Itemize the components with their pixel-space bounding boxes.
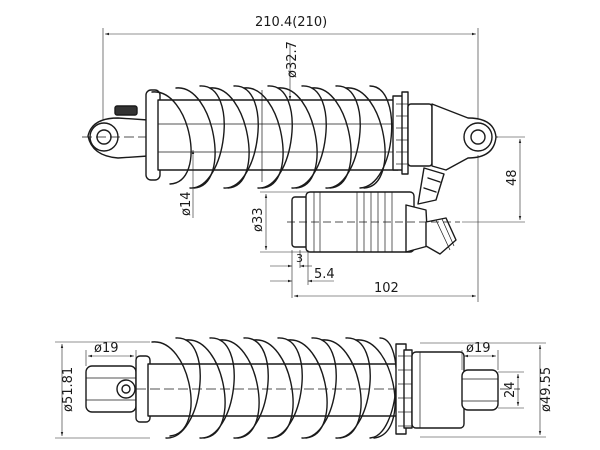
dim-5-4-label: 5.4	[314, 267, 335, 282]
bottom-preload-collar	[395, 343, 413, 435]
bottom-left-eye: ø19	[85, 341, 137, 413]
small-offset-dimensions: 3 5.4	[270, 250, 335, 298]
bottom-coil-spring	[151, 337, 398, 439]
reservoir-diameter-label: ø33	[251, 208, 266, 233]
left-eye-width-label: ø19	[94, 341, 119, 356]
left-eye-mount	[82, 105, 500, 159]
bottom-right-head: ø19	[411, 341, 499, 429]
reservoir-hose-connector	[417, 167, 445, 205]
spring-diameter-label: ø32.7	[285, 41, 300, 78]
right-head-mount	[407, 103, 497, 171]
remote-reservoir	[287, 191, 460, 255]
coil-spring	[151, 85, 393, 189]
right-eye-width-label: ø19	[466, 341, 491, 356]
preload-collar	[392, 91, 409, 175]
reservoir-offset-label: 48	[505, 169, 520, 186]
dim-3-label: 3	[296, 252, 303, 265]
damper-body	[145, 89, 399, 182]
reservoir-length-dimension: 102	[294, 155, 479, 302]
reservoir-length-label: 102	[374, 281, 399, 296]
shaft-diameter-dimension: ø14	[179, 150, 195, 218]
side-view: 210.4(210)	[82, 15, 525, 302]
overall-length-label: 210.4(210)	[255, 15, 327, 30]
top-view: ø51.81 ø49.55 ø19	[55, 337, 554, 439]
right-outer-diameter-label: ø49.55	[539, 367, 554, 412]
reservoir-offset-dimension: 48	[462, 136, 525, 223]
spring-diameter-dimension: ø32.7	[285, 41, 300, 100]
left-outer-diameter-label: ø51.81	[61, 367, 76, 412]
shaft-diameter-label: ø14	[179, 192, 194, 217]
eye-height-label: 24	[503, 381, 518, 398]
overall-length-dimension: 210.4(210)	[102, 15, 479, 135]
eye-height-dimension: 24	[498, 371, 524, 409]
